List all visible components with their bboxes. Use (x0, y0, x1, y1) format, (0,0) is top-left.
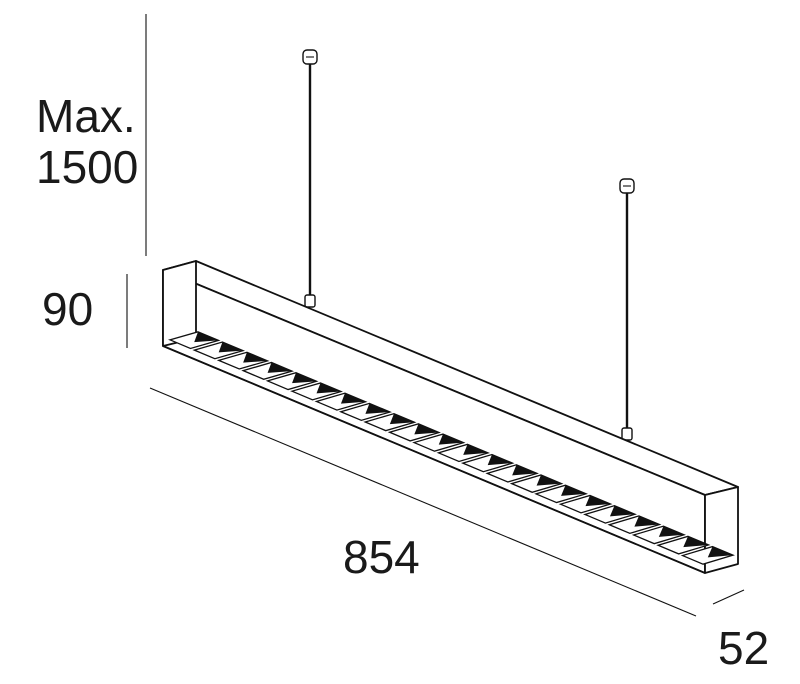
louver-reflector (438, 434, 464, 445)
length-dimension-line (149, 387, 697, 617)
louver-reflector (267, 362, 293, 373)
louver-reflector (365, 403, 391, 414)
louver-reflector (561, 485, 587, 496)
depth-dimension-line (712, 589, 745, 605)
suspension-dimension: Max. 1500 (36, 14, 147, 256)
length-label: 854 (343, 531, 420, 583)
luminaire-bottom-edge (162, 345, 706, 574)
louver-grid (167, 331, 735, 565)
louver-reflector (658, 526, 685, 537)
louver-reflector (194, 331, 219, 343)
louver-reflector (340, 393, 366, 404)
louver-reflector (243, 352, 268, 363)
louver-reflector (707, 546, 734, 558)
louver-reflector (463, 444, 489, 455)
louver-reflector (389, 413, 415, 425)
louver-reflector (609, 505, 636, 517)
louver-reflector (634, 515, 660, 527)
suspension-label-line2: 1500 (36, 141, 138, 193)
louver-reflector (585, 495, 611, 507)
louver-reflector (683, 536, 709, 548)
suspension-wires (302, 49, 635, 441)
louver-reflector (536, 475, 562, 486)
height-dimension: 90 (42, 274, 128, 348)
louver-reflector (487, 454, 513, 466)
louver-reflector (414, 423, 440, 435)
louver-reflector (218, 342, 244, 353)
depth-dimension: 52 (712, 589, 769, 674)
wire-grip-right (621, 427, 633, 441)
louver-reflector (316, 382, 342, 394)
height-label: 90 (42, 283, 93, 335)
suspension-label-line1: Max. (36, 90, 136, 142)
depth-label: 52 (718, 622, 769, 674)
wire-grip-left (304, 294, 316, 308)
louver-reflector (292, 372, 317, 384)
louver-reflector (512, 464, 538, 476)
luminaire-body (162, 260, 739, 574)
length-dimension: 854 (149, 387, 697, 617)
